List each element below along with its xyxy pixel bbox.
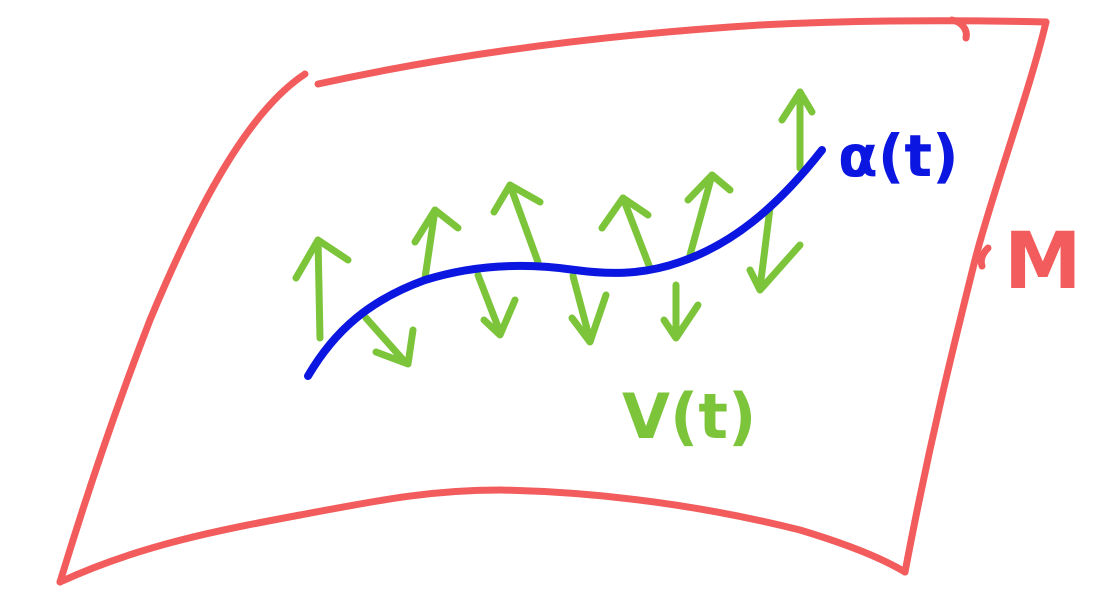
manifold-top-edge	[314, 17, 1050, 88]
manifold-right-edge	[901, 18, 1050, 576]
vector-down-arrow	[746, 204, 804, 294]
manifold-label: M	[1004, 217, 1082, 307]
curve-alpha	[304, 146, 826, 380]
manifold-surface	[56, 16, 1050, 586]
manifold-bottom-edge	[56, 486, 909, 586]
vector-up-arrow	[411, 206, 462, 282]
manifold-left-edge	[56, 70, 309, 586]
vector-up-arrow	[490, 181, 544, 266]
vector-up-arrow	[684, 171, 734, 259]
vector-down-arrow	[568, 272, 610, 346]
vector-down-arrow	[362, 314, 417, 368]
vector-field	[292, 88, 816, 368]
manifold-top-tick	[948, 16, 970, 42]
vector-up-arrow	[598, 194, 654, 272]
field-label: V(t)	[622, 380, 756, 453]
vector-down-arrow	[660, 281, 702, 342]
curve-label: α(t)	[838, 122, 959, 190]
vector-up-arrow	[778, 88, 816, 172]
vector-up-arrow	[292, 236, 352, 342]
manifold-label-tick	[977, 244, 992, 270]
vector-down-arrow	[474, 271, 519, 339]
